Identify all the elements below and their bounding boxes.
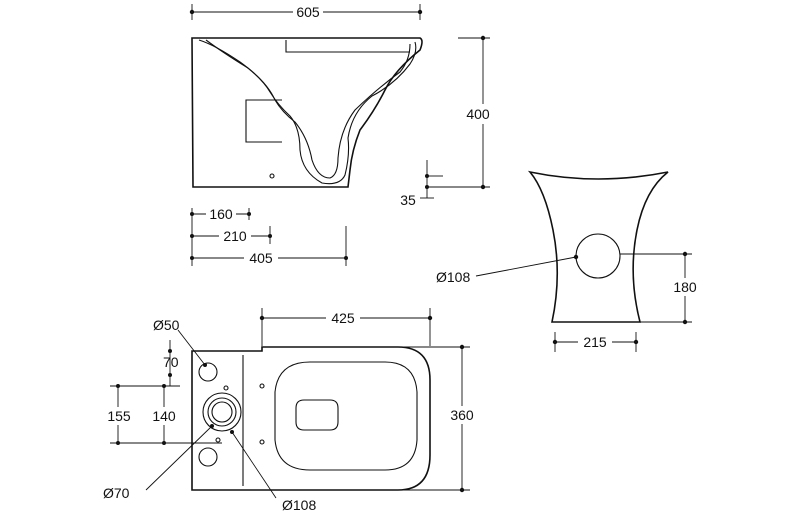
label-140: 140 (152, 408, 176, 424)
side-view (191, 37, 423, 188)
waste-ring-inner (211, 401, 233, 423)
label-180: 180 (673, 279, 697, 295)
label-400: 400 (466, 106, 490, 122)
waste-ring-mid (207, 397, 237, 427)
small-hole (198, 447, 218, 467)
dim-plan-dia-108: Ø108 (230, 430, 316, 512)
dim-210: 210 (190, 226, 272, 244)
dim-70: 70 (163, 340, 179, 386)
waste-ring-outer (202, 392, 242, 432)
label-70: 70 (163, 354, 179, 370)
label-front-dia-108: Ø108 (436, 269, 470, 285)
front-view-outline (527, 170, 669, 323)
label-360: 360 (450, 407, 474, 423)
waste-outlet (245, 99, 282, 143)
inlet-hole (198, 362, 218, 382)
label-plan-dia-108: Ø108 (282, 497, 316, 512)
label-dia-50: Ø50 (153, 317, 180, 333)
dim-dia-70: Ø70 (103, 424, 214, 501)
label-35: 35 (400, 192, 416, 208)
label-425: 425 (331, 310, 355, 326)
bowl-inner-profile (205, 39, 411, 179)
plan-view (191, 346, 431, 491)
rim-top (285, 40, 410, 53)
dim-400: 400 (425, 35, 496, 190)
bowl-opening (295, 399, 339, 431)
side-view-outline (191, 37, 423, 188)
dim-360: 360 (400, 344, 480, 493)
dim-180: 180 (620, 251, 702, 325)
label-210: 210 (223, 228, 247, 244)
dim-140: 140 (148, 384, 180, 445)
dim-155: 155 (103, 384, 222, 445)
plan-view-outline (191, 346, 431, 491)
fixing-hole (269, 173, 275, 179)
front-view (527, 170, 669, 323)
label-160: 160 (209, 206, 233, 222)
dim-215: 215 (552, 332, 639, 352)
dim-dia-50: Ø50 (153, 317, 207, 367)
label-dia-70: Ø70 (103, 485, 130, 501)
dim-35: 35 (400, 160, 443, 208)
dim-front-dia-108: Ø108 (436, 254, 579, 285)
label-405: 405 (249, 250, 273, 266)
fix-hole-4 (215, 437, 221, 443)
label-215: 215 (583, 334, 607, 350)
label-155: 155 (107, 408, 131, 424)
front-waste-outlet (575, 233, 621, 279)
dim-605: 605 (189, 2, 423, 20)
fix-hole-1 (259, 383, 265, 389)
fix-hole-3 (223, 385, 229, 391)
dim-425: 425 (259, 308, 433, 346)
fix-hole-2 (259, 439, 265, 445)
seat-outline (274, 361, 418, 471)
dim-405: 405 (190, 226, 348, 266)
label-605: 605 (296, 4, 320, 20)
bowl-profile (198, 39, 417, 185)
